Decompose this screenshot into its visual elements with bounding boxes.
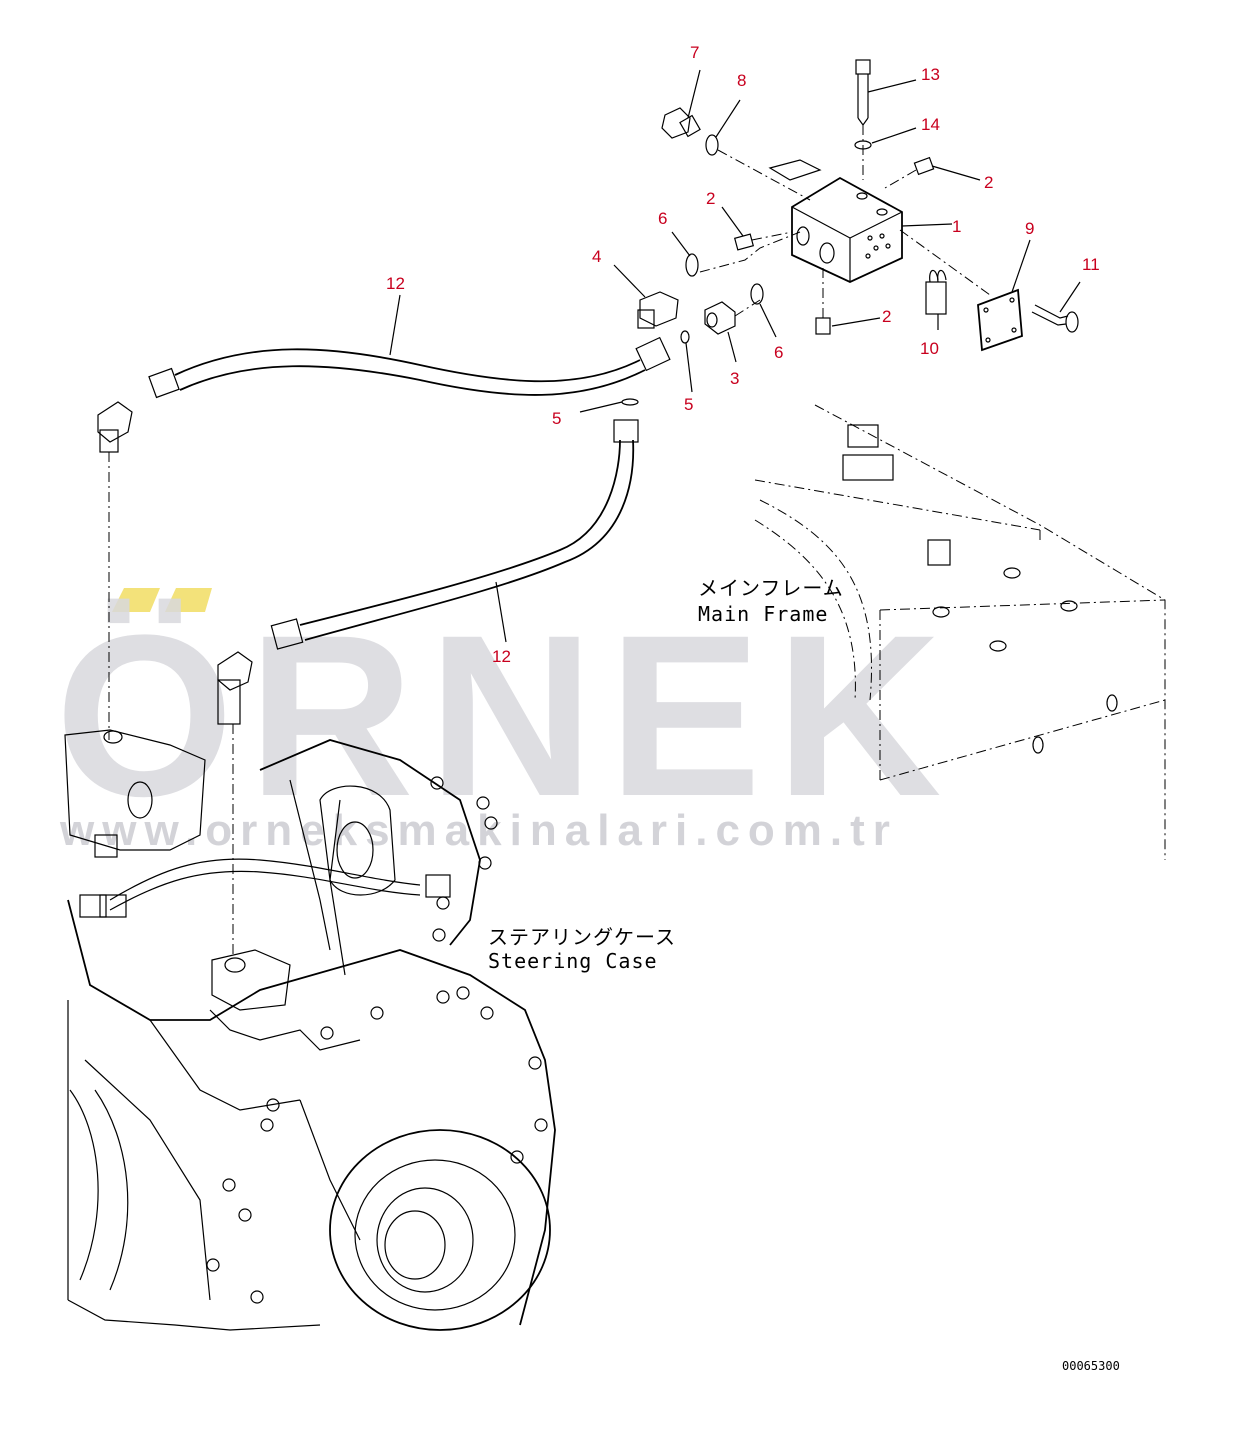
callout-2-top: 2 [984,173,993,192]
washer-14 [854,140,872,150]
main-frame-label-en: Main Frame [698,602,828,626]
o-ring-8 [705,134,719,156]
callout-12-lower: 12 [492,647,511,666]
callout-11: 11 [1082,255,1100,274]
valve-block [791,176,903,283]
housing-bolts [206,776,548,1304]
callout-2-left: 2 [706,189,715,208]
watermark: ÖRNEK www.orneksmakinalari.com.tr [55,587,942,855]
o-ring-6-upper [685,253,699,277]
main-frame-outline [754,404,1166,860]
callout-6-lower: 6 [774,343,783,362]
plug-7 [661,107,701,139]
leader-lines [389,69,1081,643]
hose-12-lower [270,419,639,650]
watermark-umlaut-left [112,588,160,612]
callout-3: 3 [730,369,739,388]
watermark-url: www.orneksmakinalari.com.tr [59,806,898,855]
left-fitting-upper [97,401,133,740]
callout-4: 4 [592,247,601,266]
callout-9: 9 [1025,219,1034,238]
cover-plate-9 [899,229,1023,352]
callout-7: 7 [690,43,699,62]
callout-12-upper: 12 [386,274,405,293]
plug-2-bottom [815,265,831,335]
elbow-4 [637,291,679,329]
hose-12-upper [148,336,671,399]
o-ring-5-left [621,398,639,406]
callout-8: 8 [737,71,746,90]
callout-6-upper: 6 [658,209,667,228]
callout-1: 1 [952,217,961,236]
drawing-labels: メインフレーム Main Frame ステアリングケース Steering Ca… [488,576,1120,1373]
callout-numbers: 7 8 13 14 2 2 1 6 9 11 12 4 2 10 6 3 5 5… [386,43,1100,666]
callout-2-bottom: 2 [882,307,891,326]
steering-case-label-jp: ステアリングケース [488,925,676,949]
callout-10: 10 [920,339,939,358]
steering-case-housing [64,729,556,1331]
adapter-3 [704,299,761,335]
main-frame-label-jp: メインフレーム [698,576,844,600]
callout-13: 13 [921,65,940,84]
o-ring-6-lower [750,283,764,305]
o-ring-5-right [680,330,690,344]
callout-5-right: 5 [684,395,693,414]
left-fitting-lower [217,651,253,955]
bolt-13 [855,59,871,180]
plug-2-top [884,156,935,189]
steering-case-label-en: Steering Case [488,949,658,973]
drawing-number: 00065300 [1062,1359,1120,1373]
callout-5-left: 5 [552,409,561,428]
bolt-11 [1031,304,1079,333]
callout-14: 14 [921,115,940,134]
watermark-umlaut-right [165,588,212,612]
clip-10 [925,269,947,315]
